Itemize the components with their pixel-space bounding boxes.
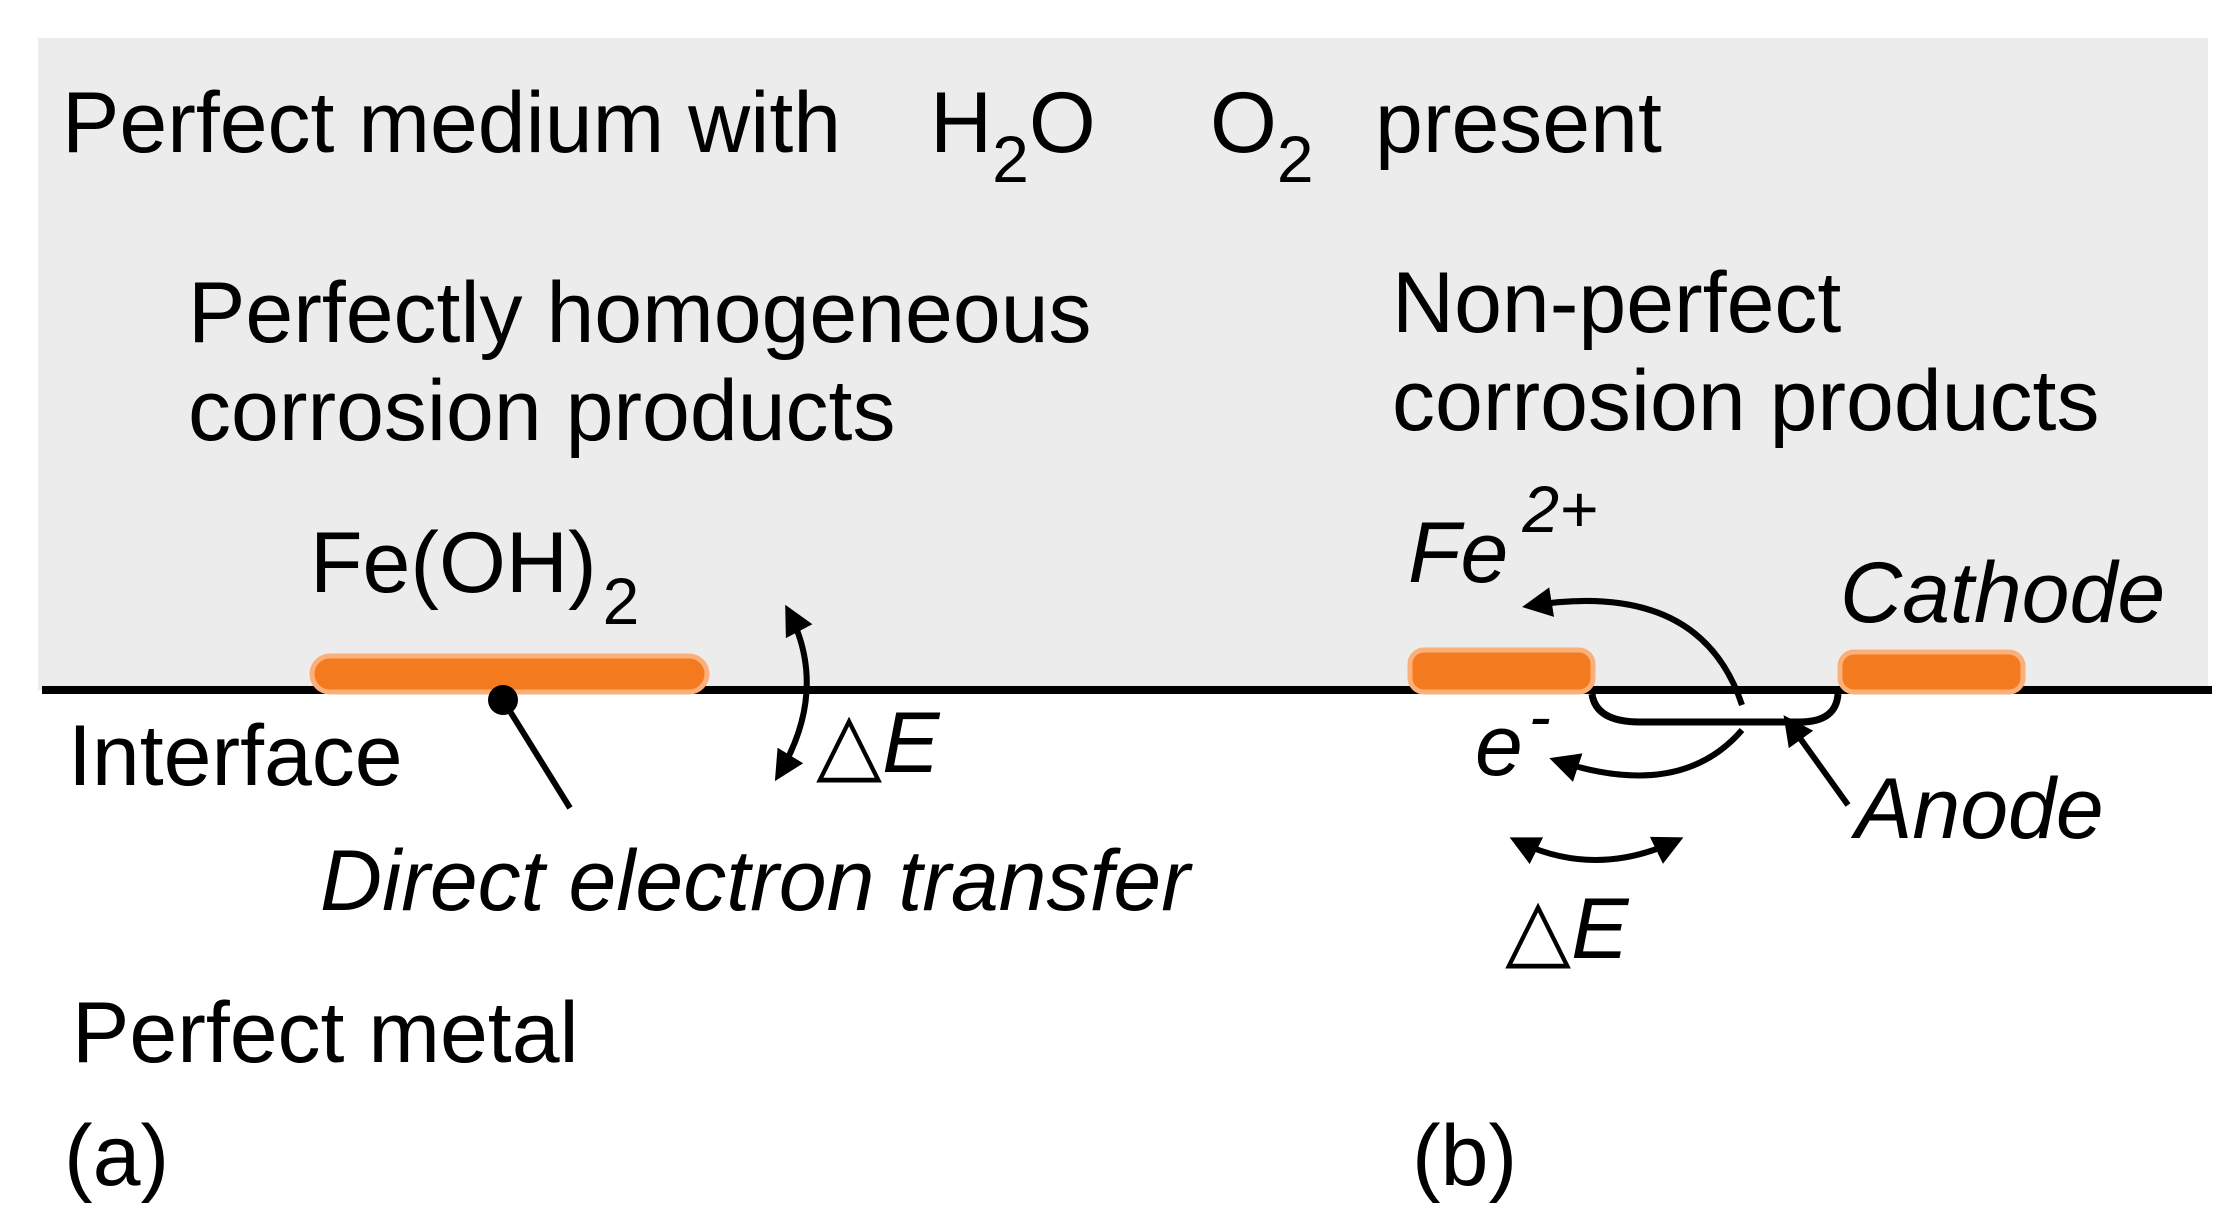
feoh2-label: Fe(OH)2 bbox=[310, 515, 639, 638]
anode-label: Anode bbox=[1850, 761, 2104, 857]
o2-formula: O2 bbox=[1210, 75, 1314, 196]
panel-b-heading-line2: corrosion products bbox=[1392, 353, 2099, 449]
panel-b-label: (b) bbox=[1412, 1108, 1517, 1204]
corrosion-product-left-bar bbox=[1407, 647, 1596, 695]
metal-label: Perfect metal bbox=[72, 985, 579, 1081]
delta-e-label-b: △E bbox=[1505, 881, 1630, 977]
electron-flow-arrow bbox=[1549, 728, 1745, 782]
medium-title: Perfect medium with bbox=[62, 75, 841, 171]
electron-label: e- bbox=[1475, 679, 1551, 794]
delta-e-label-a: △E bbox=[816, 695, 941, 791]
delta-e-arrow-a bbox=[774, 604, 813, 782]
fe2plus-release-arrow bbox=[1522, 587, 1745, 706]
panel-b-heading-line1: Non-perfect bbox=[1392, 255, 1841, 351]
panel-a-heading-line2: corrosion products bbox=[188, 363, 895, 459]
delta-e-arrow-b bbox=[1509, 836, 1684, 865]
electron-transfer-label: Direct electron transfer bbox=[320, 833, 1193, 929]
h2o-formula: H2O bbox=[930, 75, 1096, 196]
electron-transfer-pointer bbox=[500, 698, 573, 810]
medium-region bbox=[38, 38, 2208, 690]
interface-label: Interface bbox=[68, 708, 403, 804]
cathode-label: Cathode bbox=[1840, 545, 2165, 641]
anode-pit bbox=[1588, 693, 1842, 726]
cathode-product-bar bbox=[1837, 649, 2026, 695]
panel-a-label: (a) bbox=[64, 1108, 169, 1204]
medium-title-present: present bbox=[1375, 75, 1662, 171]
panel-a-heading-line1: Perfectly homogeneous bbox=[188, 265, 1092, 361]
anode-pointer-arrow bbox=[1783, 715, 1851, 807]
